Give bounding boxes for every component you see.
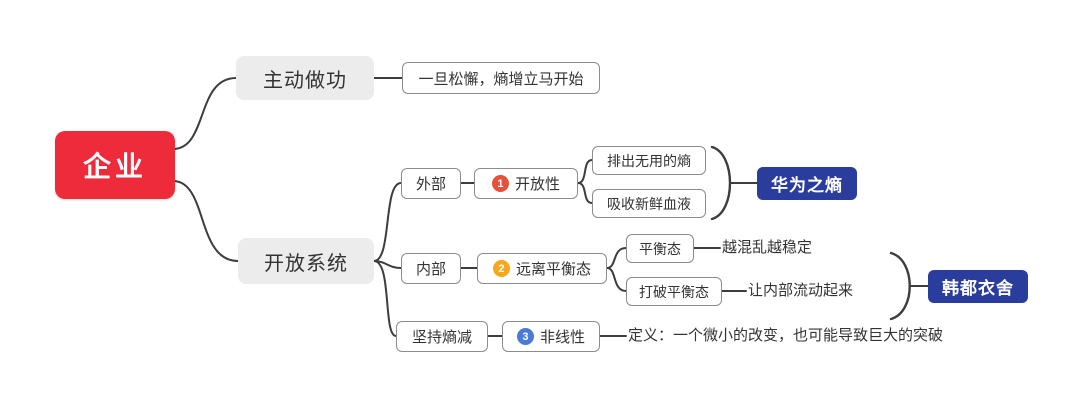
node-root-enterprise[interactable]: 企业 bbox=[55, 131, 175, 199]
node-absorb-blood[interactable]: 吸收新鲜血液 bbox=[592, 189, 706, 218]
node-break-equilibrium[interactable]: 打破平衡态 bbox=[626, 277, 722, 306]
node-break-equilibrium-note[interactable]: 让内部流动起来 bbox=[748, 282, 854, 299]
connector-topic-item1 bbox=[577, 159, 593, 184]
node-equilibrium[interactable]: 平衡态 bbox=[626, 234, 694, 263]
node-expel-entropy[interactable]: 排出无用的熵 bbox=[592, 146, 706, 175]
badge-2-icon: 2 bbox=[492, 260, 510, 277]
connector-open-external bbox=[373, 182, 402, 262]
connector-topic-break bbox=[606, 267, 627, 292]
node-active-work[interactable]: 主动做功 bbox=[236, 56, 374, 100]
node-handu-yishe[interactable]: 韩都衣舍 bbox=[928, 270, 1028, 303]
node-nonlinear[interactable]: 3 非线性 bbox=[502, 321, 600, 352]
connector-open-reduce bbox=[373, 260, 397, 337]
node-internal[interactable]: 内部 bbox=[401, 253, 461, 284]
node-far-from-equilibrium[interactable]: 2 远离平衡态 bbox=[477, 253, 607, 284]
node-keep-reducing-entropy[interactable]: 坚持熵减 bbox=[396, 321, 488, 352]
connector-open-internal bbox=[373, 260, 402, 269]
node-open-system[interactable]: 开放系统 bbox=[238, 238, 374, 284]
node-external[interactable]: 外部 bbox=[401, 168, 461, 199]
node-openness[interactable]: 1 开放性 bbox=[474, 168, 578, 199]
brace-huawei bbox=[710, 145, 732, 221]
connector-root-open bbox=[172, 180, 239, 262]
badge-3-icon: 3 bbox=[516, 328, 534, 345]
node-nonlinear-definition[interactable]: 定义：一个微小的改变，也可能导致巨大的突破 bbox=[628, 327, 944, 344]
node-openness-label: 开放性 bbox=[514, 176, 560, 193]
node-active-work-note[interactable]: 一旦松懈，熵增立马开始 bbox=[402, 62, 600, 94]
node-nonlinear-label: 非线性 bbox=[539, 329, 585, 346]
connector-topic-balanced bbox=[606, 247, 627, 269]
connector-root-active bbox=[172, 77, 237, 150]
badge-1-icon: 1 bbox=[491, 175, 509, 192]
connector-topic-item2 bbox=[577, 182, 593, 204]
node-huawei-entropy[interactable]: 华为之熵 bbox=[757, 167, 857, 200]
node-equilibrium-note[interactable]: 越混乱越稳定 bbox=[722, 239, 813, 256]
node-far-from-equilibrium-label: 远离平衡态 bbox=[515, 261, 591, 278]
brace-handu bbox=[889, 251, 911, 321]
